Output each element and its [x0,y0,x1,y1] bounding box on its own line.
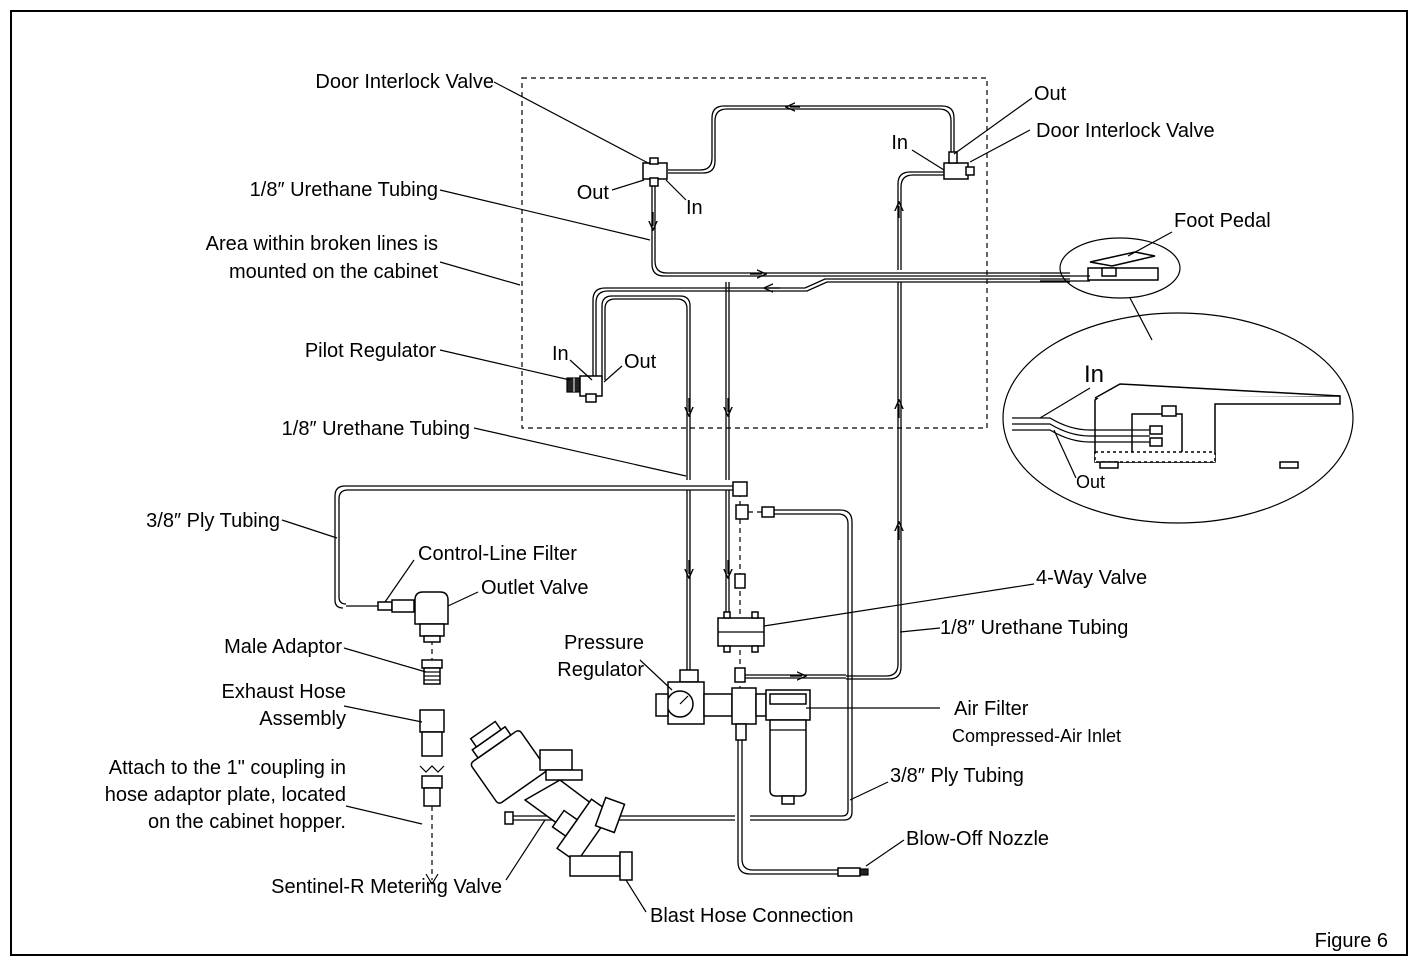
label-compressed-air-inlet: Compressed-Air Inlet [952,726,1121,746]
label-exhaust-hose-line-2: Assembly [259,708,346,730]
control-line-filter [377,599,415,613]
label-blast-hose-connection: Blast Hose Connection [650,905,853,927]
label-pedal-out: Out [1076,472,1105,492]
foot-pedal [1040,237,1181,299]
label-attach-note-line-2: hose adaptor plate, located [105,784,346,806]
label-pressure-regulator-line-1: Pressure [564,632,644,654]
label-door-interlock-valve-left: Door Interlock Valve [315,71,494,93]
air-filter [765,689,811,805]
label-outlet-valve: Outlet Valve [481,577,588,599]
pilot-regulator [566,375,603,403]
label-metering-valve: Sentinel-R Metering Valve [271,876,502,898]
label-blow-off-nozzle: Blow-Off Nozzle [906,828,1049,850]
label-area-note-line-2: mounted on the cabinet [229,261,438,283]
label-out-top: Out [1034,83,1067,105]
label-urethane-tubing-middle: 1/8″ Urethane Tubing [282,418,470,440]
label-urethane-tubing-top: 1/8″ Urethane Tubing [250,179,438,201]
label-out-left-valve: Out [577,182,610,204]
figure-label: Figure 6 [1315,930,1388,952]
label-in-right-valve: In [891,132,908,154]
label-pilot-regulator: Pilot Regulator [305,340,437,362]
leader-lines [281,81,1173,913]
regulator-manifold [731,687,767,741]
label-attach-note-line-1: Attach to the 1" coupling in [109,757,346,779]
label-pilot-in: In [552,343,569,365]
sentinel-r-metering-valve [469,720,626,864]
door-interlock-valve-right [943,151,975,180]
tee-fitting-lower [734,667,746,683]
label-male-adaptor: Male Adaptor [224,636,342,658]
pressure-regulator [655,669,733,725]
label-area-note-line-1: Area within broken lines is [206,233,438,255]
label-ply-tubing-right: 3/8″ Ply Tubing [890,765,1024,787]
male-adaptor [421,659,443,685]
label-pedal-in: In [1084,361,1104,388]
cabinet-mounted-area [521,77,988,429]
exhaust-hose-assembly [419,709,445,807]
label-control-line-filter: Control-Line Filter [418,543,577,565]
label-attach-note-line-3: on the cabinet hopper. [148,811,346,833]
label-exhaust-hose-line-1: Exhaust Hose [221,681,346,703]
figure-frame [10,10,1408,956]
detail-callout-line [1129,297,1153,341]
label-pressure-regulator-line-2: Regulator [557,659,644,681]
blast-hose-connection [569,851,633,881]
outlet-valve [414,591,449,643]
tee-fitting-upper [732,481,775,589]
door-interlock-valve-left [642,157,668,187]
blow-off-nozzle [837,867,869,877]
label-air-filter: Air Filter [954,698,1029,720]
label-ply-tubing-left: 3/8″ Ply Tubing [146,510,280,532]
label-door-interlock-valve-right: Door Interlock Valve [1036,120,1215,142]
four-way-valve [717,611,765,653]
foot-pedal-detail [1002,312,1354,524]
label-urethane-tubing-right: 1/8″ Urethane Tubing [940,617,1128,639]
label-four-way-valve: 4-Way Valve [1036,567,1147,589]
label-foot-pedal: Foot Pedal [1174,210,1271,232]
label-pilot-out: Out [624,351,657,373]
label-in-left-valve: In [686,197,703,219]
